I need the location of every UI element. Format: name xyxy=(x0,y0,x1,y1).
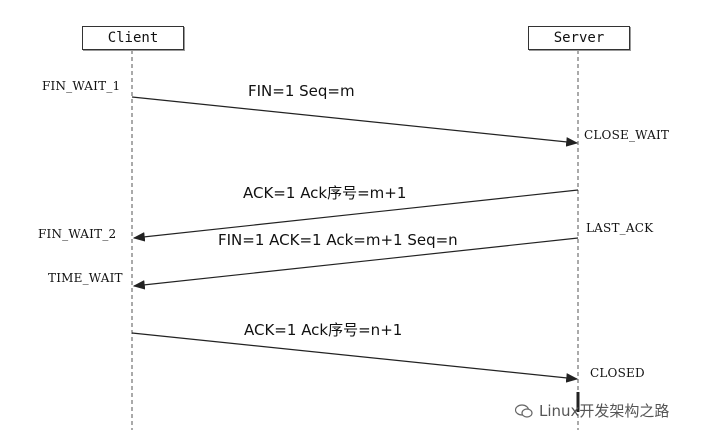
label-ack-1: ACK=1 Ack序号=m+1 xyxy=(243,184,407,202)
fin-1-arrow xyxy=(131,96,579,147)
state-close-wait: CLOSE_WAIT xyxy=(584,128,670,142)
state-last-ack: LAST_ACK xyxy=(586,221,654,235)
state-fin-wait-1: FIN_WAIT_1 xyxy=(42,79,121,93)
client-box: Client xyxy=(82,26,184,50)
watermark-text: Linux开发架构之路 xyxy=(539,402,670,420)
label-fin-1: FIN=1 Seq=m xyxy=(248,82,355,100)
state-fin-wait-2: FIN_WAIT_2 xyxy=(38,227,117,241)
label-fin-2: FIN=1 ACK=1 Ack=m+1 Seq=n xyxy=(218,231,458,249)
server-box: Server xyxy=(528,26,630,50)
label-ack-2: ACK=1 Ack序号=n+1 xyxy=(244,321,403,339)
watermark: Linux开发架构之路 xyxy=(515,400,669,421)
fin-2-arrow xyxy=(132,237,579,290)
state-time-wait: TIME_WAIT xyxy=(48,271,123,285)
ack-1-arrow xyxy=(132,189,579,242)
state-closed: CLOSED xyxy=(590,366,645,380)
wechat-icon xyxy=(515,404,533,418)
ack-2-arrow xyxy=(131,332,579,383)
